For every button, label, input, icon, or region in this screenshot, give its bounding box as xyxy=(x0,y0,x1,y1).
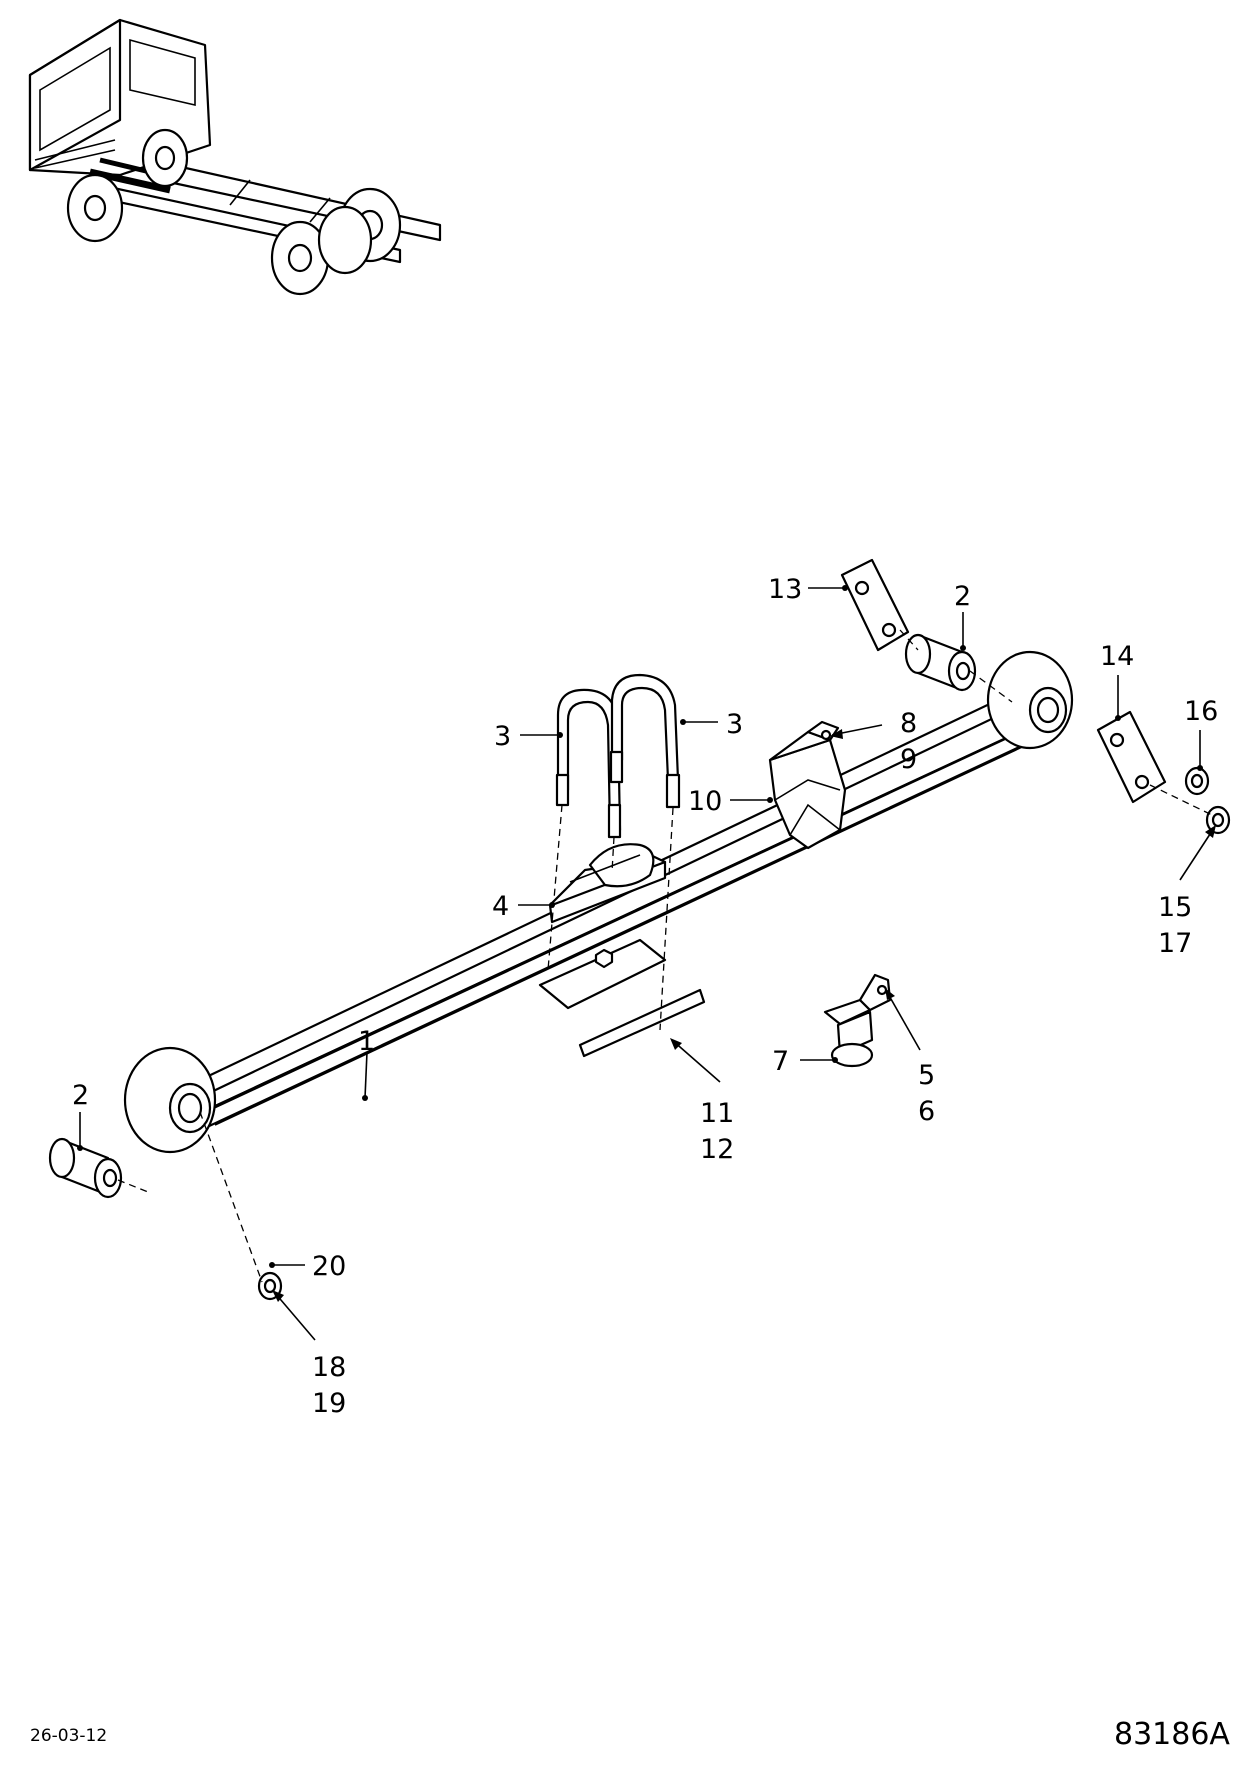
callout-9: 9 xyxy=(900,744,917,775)
callout-7: 7 xyxy=(772,1046,789,1077)
truck-locator-illustration xyxy=(28,18,442,296)
callout-labels: 1 2 2 3 3 4 5 6 7 8 9 10 11 12 13 14 15 … xyxy=(72,574,1218,1419)
right-bushing xyxy=(904,633,977,692)
u-bolt-left xyxy=(555,688,622,839)
callout-8: 8 xyxy=(900,708,917,739)
callout-4: 4 xyxy=(492,891,509,922)
alignment-lines xyxy=(117,629,1213,1283)
callout-11: 11 xyxy=(700,1098,734,1129)
callout-3-left: 3 xyxy=(494,721,511,752)
callout-5: 5 xyxy=(918,1060,935,1091)
leader-lines xyxy=(77,585,1216,1341)
drawing-date: 26-03-12 xyxy=(30,1726,107,1746)
callout-2-left: 2 xyxy=(72,1080,89,1111)
u-bolt-right xyxy=(609,673,681,809)
bracket-10 xyxy=(768,720,847,850)
callout-12: 12 xyxy=(700,1134,734,1165)
figure-code: 83186A xyxy=(1114,1717,1230,1752)
callout-17: 17 xyxy=(1158,928,1192,959)
callout-14: 14 xyxy=(1100,641,1134,672)
callout-6: 6 xyxy=(918,1096,935,1127)
callout-2-right: 2 xyxy=(954,581,971,612)
callout-15: 15 xyxy=(1158,892,1192,923)
left-bushing xyxy=(48,1137,123,1199)
callout-13: 13 xyxy=(768,574,802,605)
shackle-plate-13 xyxy=(840,558,910,652)
shackle-plate-14 xyxy=(1096,710,1167,804)
spring-pad-4 xyxy=(548,843,667,924)
callout-1: 1 xyxy=(358,1026,375,1057)
callout-16: 16 xyxy=(1184,696,1218,727)
washer-15 xyxy=(1205,805,1231,835)
callout-18: 18 xyxy=(312,1352,346,1383)
callout-19: 19 xyxy=(312,1388,346,1419)
bump-stop-7 xyxy=(823,973,892,1068)
washer-16 xyxy=(1184,766,1210,796)
callout-3-right: 3 xyxy=(726,709,743,740)
callout-20: 20 xyxy=(312,1251,346,1282)
callout-10: 10 xyxy=(688,786,722,817)
